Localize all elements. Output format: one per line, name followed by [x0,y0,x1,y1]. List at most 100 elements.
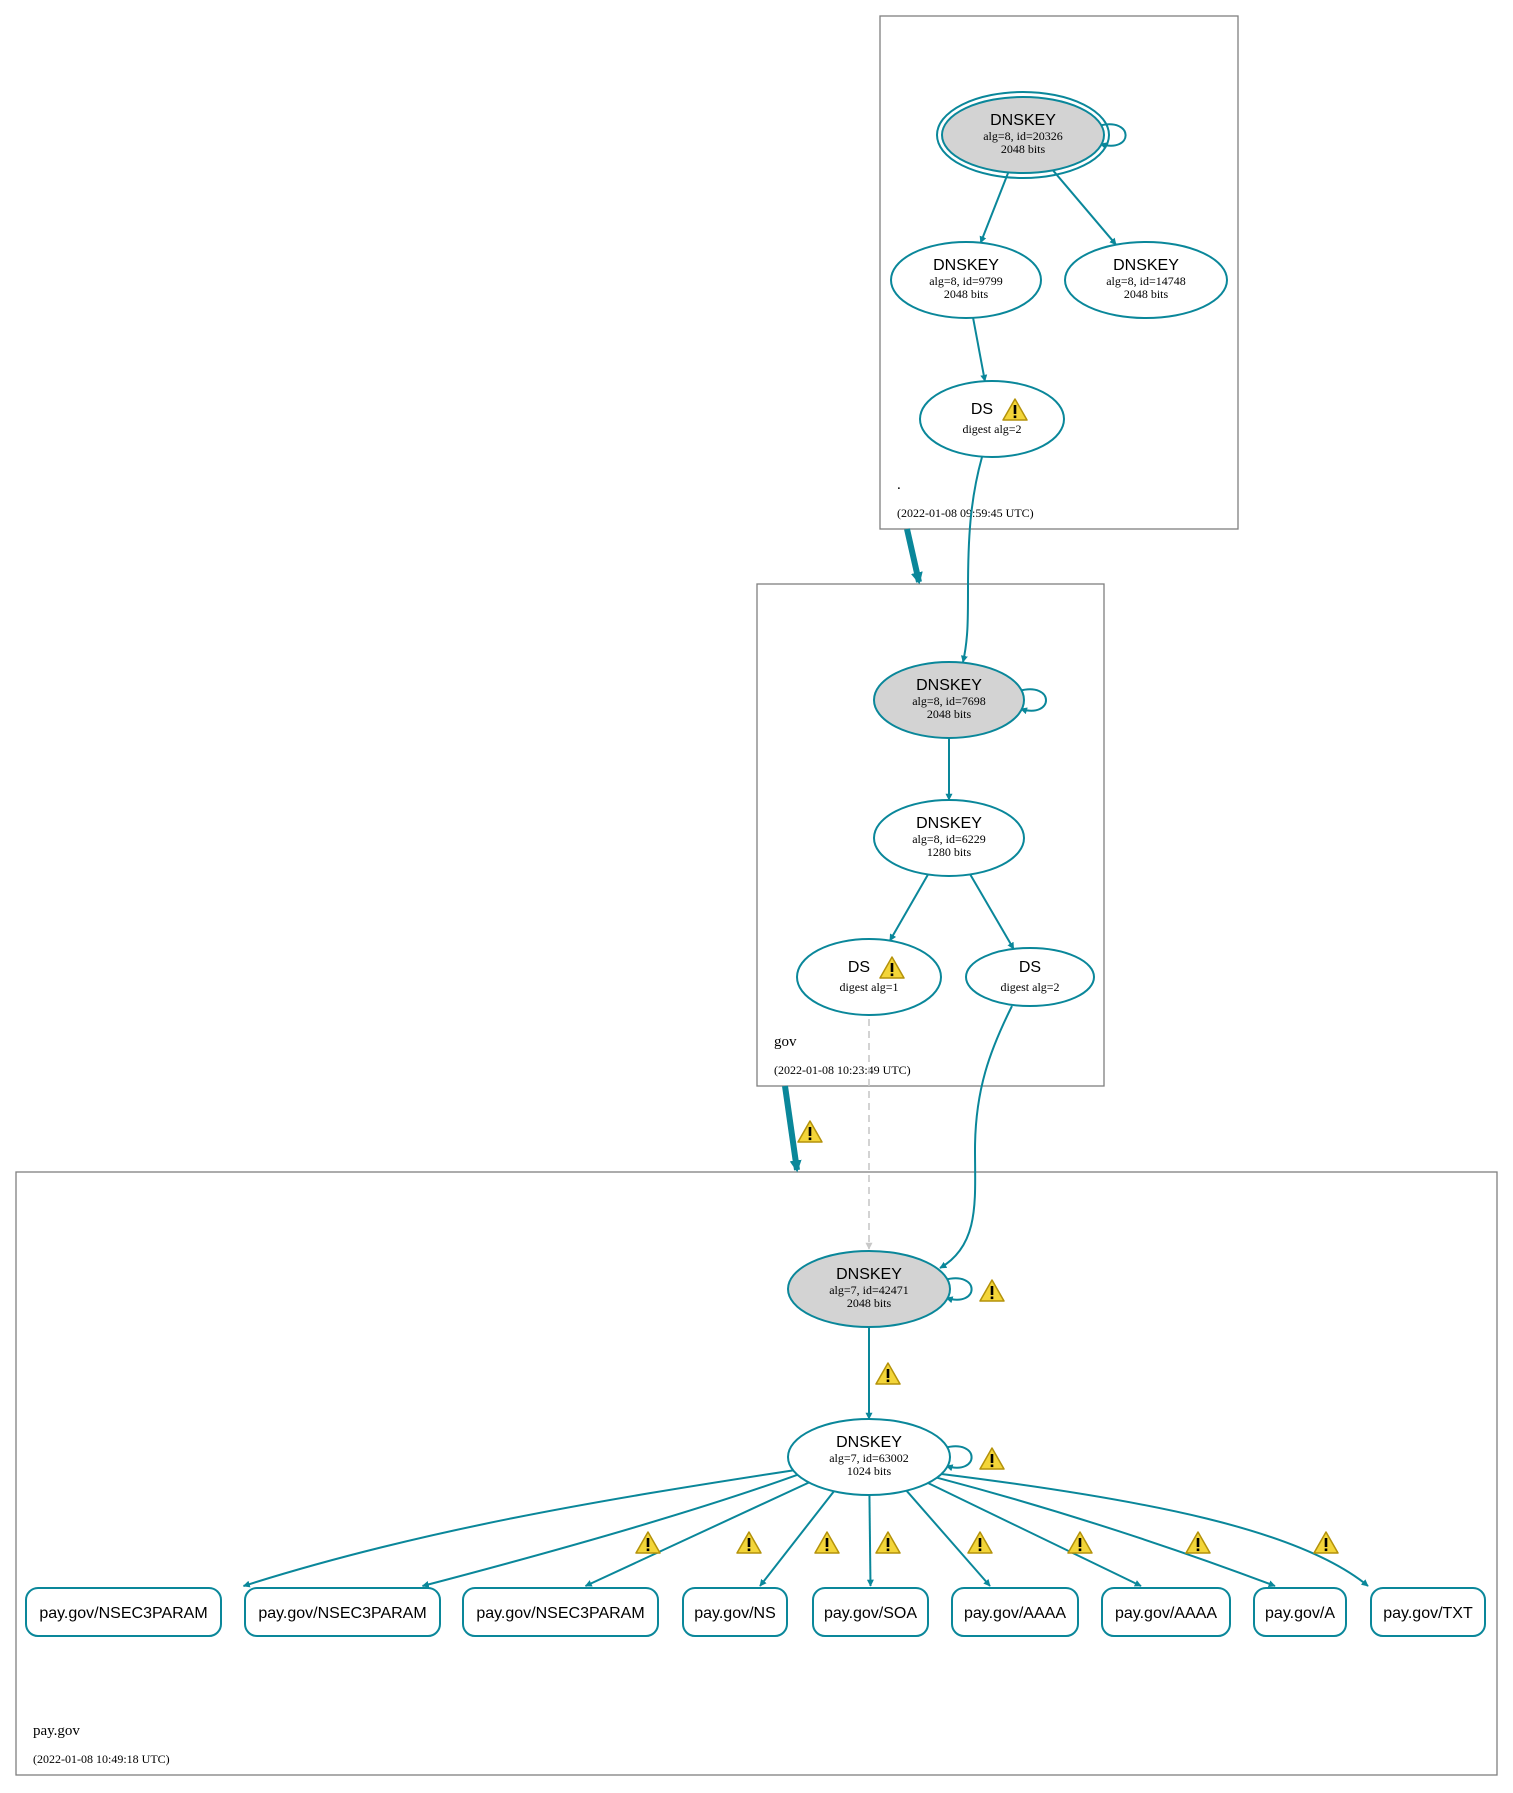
signature-warning-icon [967,1531,993,1554]
zone-gov: gov (2022-01-08 10:23:49 UTC) [756,583,1105,1087]
zone-timestamp: (2022-01-08 09:59:45 UTC) [897,506,1034,520]
node-detail: digest alg=1 [839,980,898,994]
node-gov_ds2[interactable]: DS digest alg=2 [965,947,1095,1007]
node-detail: 1024 bits [847,1464,892,1478]
node-title: DS [848,959,870,976]
edge-pay_zsk-to-rrset_4 [866,1494,874,1587]
ds-warning-icon [1002,398,1028,421]
node-detail: 2048 bits [944,287,989,301]
node-root_ds[interactable]: DS digest alg=2 [919,380,1065,458]
edge-pay_zsk-to-rrset_3 [759,1490,835,1587]
node-title: DS [1019,959,1041,976]
node-detail: 2048 bits [927,707,972,721]
node-detail: alg=7, id=42471 [829,1283,909,1297]
edge-pay_zsk-to-rrset_6 [927,1482,1142,1587]
node-title: DNSKEY [916,677,982,694]
edge-pay_zsk-to-rrset_8 [941,1472,1369,1587]
rrset-node[interactable]: pay.gov/NSEC3PARAM [462,1587,659,1637]
edge-gov-to-paygov [782,1085,802,1173]
node-title: DNSKEY [990,112,1056,129]
rrset-node[interactable]: pay.gov/AAAA [1101,1587,1231,1637]
ds-warning-icon [879,956,905,979]
edge-root_zsk1-to-root_ds [972,317,988,382]
signature-warning-icon [635,1531,661,1554]
edge-pay_zsk-to-rrset_5 [905,1490,991,1587]
node-detail: digest alg=2 [1000,980,1059,994]
node-title: DNSKEY [916,815,982,832]
edge-pay_zsk-to-rrset_1 [421,1473,798,1588]
rrset-label: pay.gov/AAAA [1115,1605,1217,1622]
signature-warning-icon [736,1531,762,1554]
edge-pay_ksk-to-pay_ksk [944,1277,973,1304]
rrset-label: pay.gov/TXT [1383,1605,1473,1622]
delegation-warning-icon [797,1120,823,1143]
node-detail: alg=7, id=63002 [829,1451,909,1465]
edge-gov_zsk-to-gov_ds1 [889,873,929,942]
zone-root: . (2022-01-08 09:59:45 UTC) [879,15,1239,530]
zone-paygov: pay.gov (2022-01-08 10:49:18 UTC) [15,1171,1498,1776]
rrset-label: pay.gov/NSEC3PARAM [476,1605,644,1622]
node-title: DNSKEY [1113,257,1179,274]
node-detail: alg=8, id=14748 [1106,274,1186,288]
edge-pay_zsk-to-rrset_0 [242,1469,794,1588]
edge-warning-icon [875,1362,901,1385]
node-title: DNSKEY [836,1266,902,1283]
edge-root_ds-to-gov_ksk [960,456,983,663]
node-detail: 2048 bits [1001,142,1046,156]
zone-name: pay.gov [33,1723,80,1739]
self-signature-warning-icon [979,1447,1005,1470]
signature-warning-icon [1185,1531,1211,1554]
rrset-node[interactable]: pay.gov/AAAA [951,1587,1079,1637]
rrset-node[interactable]: pay.gov/SOA [812,1587,929,1637]
node-detail: alg=8, id=20326 [983,129,1063,143]
signature-warning-icon [875,1531,901,1554]
self-signature-warning-icon [979,1279,1005,1302]
edge-gov_ds2-to-pay_ksk [939,1005,1013,1269]
rrset-label: pay.gov/NSEC3PARAM [39,1605,207,1622]
node-detail: alg=8, id=7698 [912,694,986,708]
rrset-node[interactable]: pay.gov/NS [682,1587,788,1637]
edge-gov_ksk-to-gov_ksk [1018,688,1047,715]
zone-name: . [897,477,901,493]
zone-timestamp: (2022-01-08 10:23:49 UTC) [774,1063,911,1077]
node-detail: alg=8, id=9799 [929,274,1003,288]
node-detail: 2048 bits [847,1296,892,1310]
node-detail: 1280 bits [927,845,972,859]
rrset-label: pay.gov/SOA [824,1605,917,1622]
node-title: DNSKEY [836,1434,902,1451]
rrset-label: pay.gov/A [1265,1605,1335,1622]
signature-warning-icon [1313,1531,1339,1554]
edge-root-to-gov [904,528,923,585]
rrset-node[interactable]: pay.gov/NSEC3PARAM [25,1587,222,1637]
node-detail: alg=8, id=6229 [912,832,986,846]
rrset-node[interactable]: pay.gov/A [1253,1587,1347,1637]
node-detail: 2048 bits [1124,287,1169,301]
edge-gov_zsk-to-gov_ds2 [969,873,1015,950]
zone-name: gov [774,1034,797,1050]
zone-timestamp: (2022-01-08 10:49:18 UTC) [33,1752,170,1766]
edge-root_ksk-to-root_zsk2 [1052,169,1117,246]
node-gov_ds1[interactable]: DS digest alg=1 [796,938,942,1016]
edge-pay_zsk-to-rrset_7 [936,1476,1276,1588]
signature-warning-icon [1067,1531,1093,1554]
edge-pay_zsk-to-rrset_2 [584,1481,810,1587]
signature-warning-icon [814,1531,840,1554]
rrset-node[interactable]: pay.gov/NSEC3PARAM [244,1587,441,1637]
rrset-node[interactable]: pay.gov/TXT [1370,1587,1486,1637]
node-title: DNSKEY [933,257,999,274]
edge-root_ksk-to-root_ksk [1098,123,1127,150]
node-title: DS [971,401,993,418]
node-detail: digest alg=2 [962,422,1021,436]
rrset-label: pay.gov/AAAA [964,1605,1066,1622]
edge-pay_zsk-to-pay_zsk [944,1445,973,1472]
rrset-label: pay.gov/NSEC3PARAM [258,1605,426,1622]
edge-root_ksk-to-root_zsk1 [979,172,1010,244]
